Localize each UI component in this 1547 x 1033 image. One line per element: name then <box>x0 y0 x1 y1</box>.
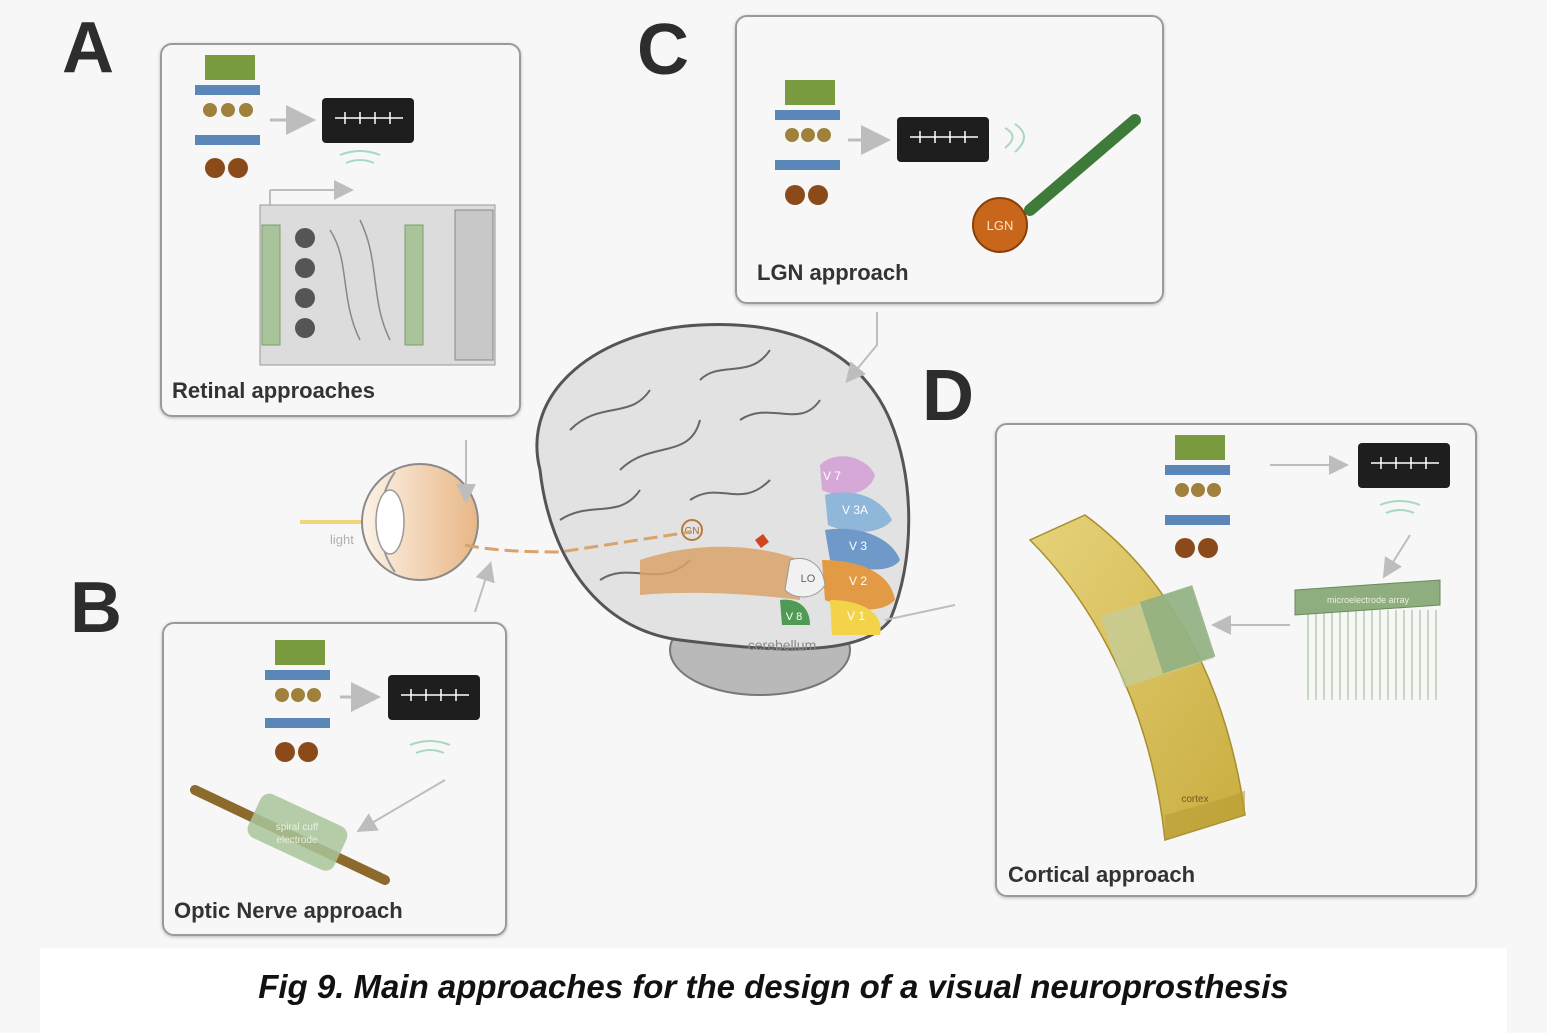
panel-d-illustration: microelectrode array cortex <box>1028 435 1450 841</box>
panel-b-illustration: spiral cuff electrode <box>190 640 480 885</box>
brain-gn-label: GN <box>685 526 700 537</box>
cerebellum-label: cerebellum <box>748 637 816 653</box>
area-lo <box>784 558 826 598</box>
panel-b-caption: Optic Nerve approach <box>174 898 403 923</box>
retina-stack-icon-b <box>265 640 330 762</box>
area-v7-label: V 7 <box>823 469 841 483</box>
gn-marker <box>681 519 703 541</box>
panel-d-letter: D <box>922 356 974 436</box>
panel-a-illustration <box>195 55 496 366</box>
area-v2-label: V 2 <box>849 574 867 588</box>
area-v3-label: V 3 <box>849 539 867 553</box>
panel-c-letter: C <box>637 10 689 90</box>
retina-stack-icon-c <box>775 80 840 205</box>
spiral-cuff-electrode <box>247 793 348 871</box>
retina-cross-section <box>259 204 496 366</box>
panel-a-caption: Retinal approaches <box>172 378 375 403</box>
spiral-cuff-label-1: spiral cuff <box>276 822 319 833</box>
chip-icon <box>322 98 414 143</box>
panel-c-illustration: LGN <box>775 80 1141 253</box>
brain-illustration: GN cerebellum V 7 V 3A V 3 V 2 LO V 8 V … <box>535 322 956 696</box>
panel-a-letter: A <box>62 8 114 88</box>
cortex-slab: cortex <box>1028 514 1246 841</box>
panel-b-letter: B <box>70 568 122 648</box>
visual-pathway <box>640 546 800 600</box>
area-v3a <box>825 492 892 532</box>
panel-b-box <box>162 622 507 936</box>
area-v1 <box>830 600 881 635</box>
eye-illustration: light <box>300 440 691 613</box>
array-label: microelectrode array <box>1327 595 1410 605</box>
panel-c-box <box>735 15 1164 304</box>
spiral-cuff-label-2: electrode <box>276 835 318 846</box>
cortex-label: cortex <box>1181 794 1208 805</box>
panel-d-box <box>995 423 1477 897</box>
figure-caption: Fig 9. Main approaches for the design of… <box>258 968 1289 1005</box>
caption-strip <box>40 948 1507 1033</box>
chip-icon-b <box>388 675 480 720</box>
area-v3 <box>825 528 900 570</box>
chip-icon-c <box>897 117 989 162</box>
retina-stack-icon <box>195 55 260 178</box>
retina-stack-icon-d <box>1165 435 1230 558</box>
light-label: light <box>330 532 354 547</box>
area-v3a-label: V 3A <box>842 503 868 517</box>
area-v1-label: V 1 <box>847 609 865 623</box>
depth-electrode <box>1024 114 1141 216</box>
area-v2 <box>822 560 895 610</box>
microelectrode-array: microelectrode array <box>1294 579 1441 700</box>
panel-a-box <box>160 43 521 417</box>
area-v8-label: V 8 <box>786 611 803 623</box>
area-lo-label: LO <box>801 573 816 585</box>
neuroprosthesis-figure: GN cerebellum V 7 V 3A V 3 V 2 LO V 8 V … <box>190 55 1450 885</box>
chip-icon-d <box>1358 443 1450 488</box>
lgn-target <box>972 197 1028 253</box>
panel-c-caption: LGN approach <box>757 260 909 285</box>
panel-d-caption: Cortical approach <box>1008 862 1196 887</box>
area-v8 <box>780 599 810 625</box>
area-v7 <box>820 456 875 495</box>
lgn-target-label: LGN <box>987 218 1014 233</box>
